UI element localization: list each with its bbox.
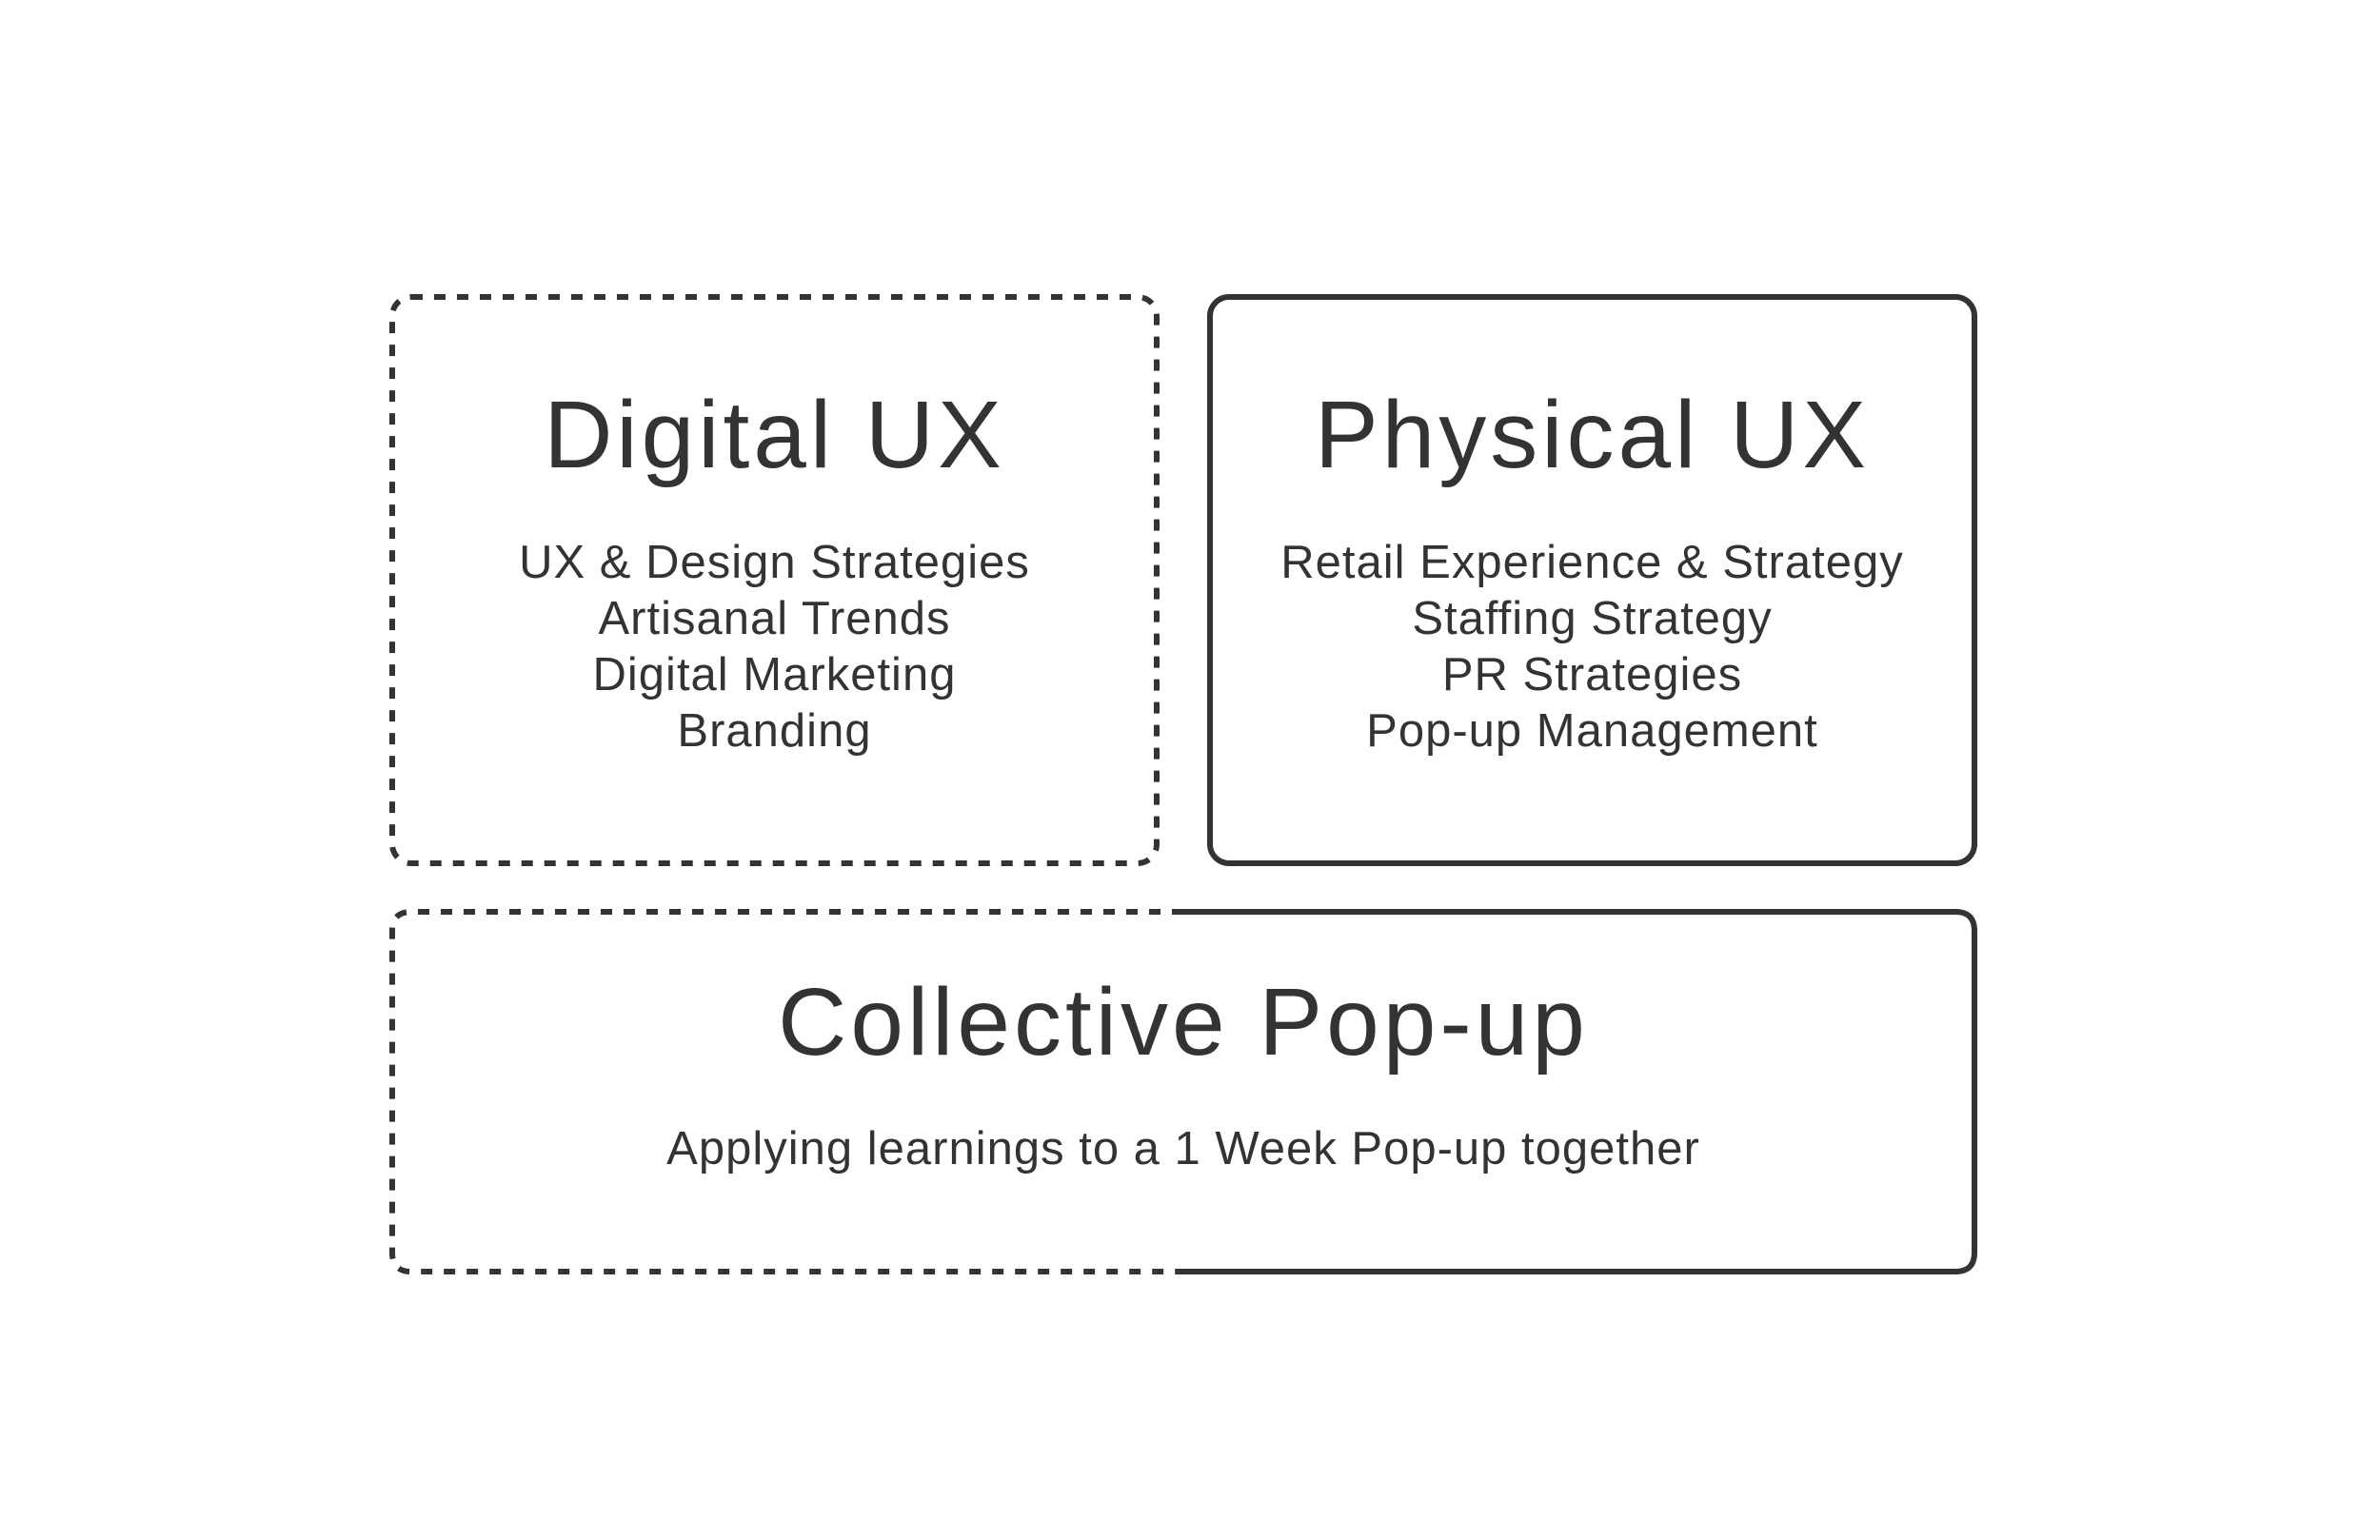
digital-ux-title: Digital UX [544,382,1005,488]
physical-ux-item: Staffing Strategy [1412,593,1773,644]
digital-ux-item: Artisanal Trends [598,593,951,644]
digital-ux-items: UX & Design Strategies Artisanal Trends … [392,535,1157,760]
physical-ux-box [1207,294,1977,866]
physical-ux-item: PR Strategies [1441,649,1743,701]
collective-popup-subtitle: Applying learnings to a 1 Week Pop-up to… [666,1123,1700,1175]
physical-ux-items: Retail Experience & Strategy Staffing St… [1210,535,1974,760]
collective-popup-box-solid-half [1183,909,1977,1274]
collective-popup-box-dashed-half [389,909,1183,1274]
collective-popup-content: Collective Pop-up Applying learnings to … [392,912,1974,1272]
digital-ux-box [389,294,1160,866]
physical-ux-title: Physical UX [1314,382,1871,488]
physical-ux-item: Pop-up Management [1366,705,1818,757]
digital-ux-item: Digital Marketing [592,649,957,701]
digital-ux-item: UX & Design Strategies [519,537,1030,588]
digital-ux-item: Branding [677,705,872,757]
collective-popup-title: Collective Pop-up [778,969,1589,1076]
physical-ux-item: Retail Experience & Strategy [1280,537,1904,588]
digital-ux-content: Digital UX UX & Design Strategies Artisa… [392,297,1157,863]
physical-ux-content: Physical UX Retail Experience & Strategy… [1210,297,1974,863]
